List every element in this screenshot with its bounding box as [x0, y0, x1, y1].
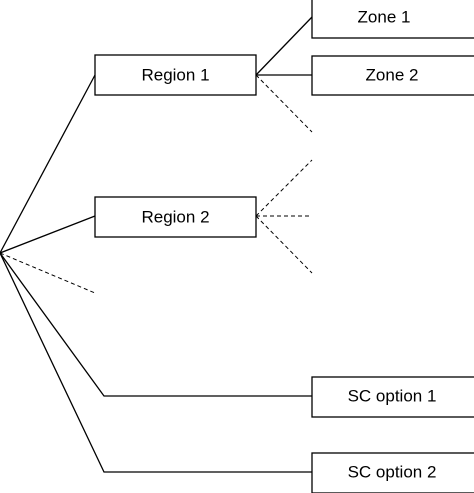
- node-sc-option-2-label: SC option 2: [348, 463, 437, 482]
- node-region-1-label: Region 1: [141, 66, 209, 85]
- node-zone-1: Zone 1: [311, 0, 474, 39]
- node-sc-option-1-box: [311, 376, 474, 418]
- node-sc-option-1-label: SC option 1: [348, 387, 437, 406]
- node-zone-1-label: Zone 1: [358, 8, 411, 27]
- node-sc-option-1: SC option 1: [311, 376, 474, 418]
- edge-region1-to-zone1: [255, 16, 313, 76]
- edge-region1-elided: [255, 74, 313, 133]
- node-zone-2-box: [311, 55, 474, 96]
- node-region-1-box: [94, 54, 257, 96]
- node-region-1: Region 1: [94, 54, 257, 96]
- node-zone-1-box: [311, 0, 474, 39]
- edge-root-to-region1: [0, 74, 96, 254]
- node-sc-option-2: SC option 2: [311, 452, 474, 493]
- node-region-2: Region 2: [94, 196, 257, 238]
- edge-region2-elided-down: [255, 215, 313, 274]
- edge-root-to-sc2: [0, 252, 312, 473]
- edge-region2-elided-up: [255, 159, 313, 217]
- node-region-2-label: Region 2: [141, 208, 209, 227]
- node-zone-2-label: Zone 2: [366, 66, 419, 85]
- edge-root-to-region2: [0, 215, 96, 254]
- edge-root-elided: [0, 252, 96, 294]
- node-zone-2: Zone 2: [311, 55, 474, 96]
- edge-root-to-sc1: [0, 252, 312, 397]
- node-region-2-box: [94, 196, 257, 238]
- node-sc-option-2-box: [311, 452, 474, 493]
